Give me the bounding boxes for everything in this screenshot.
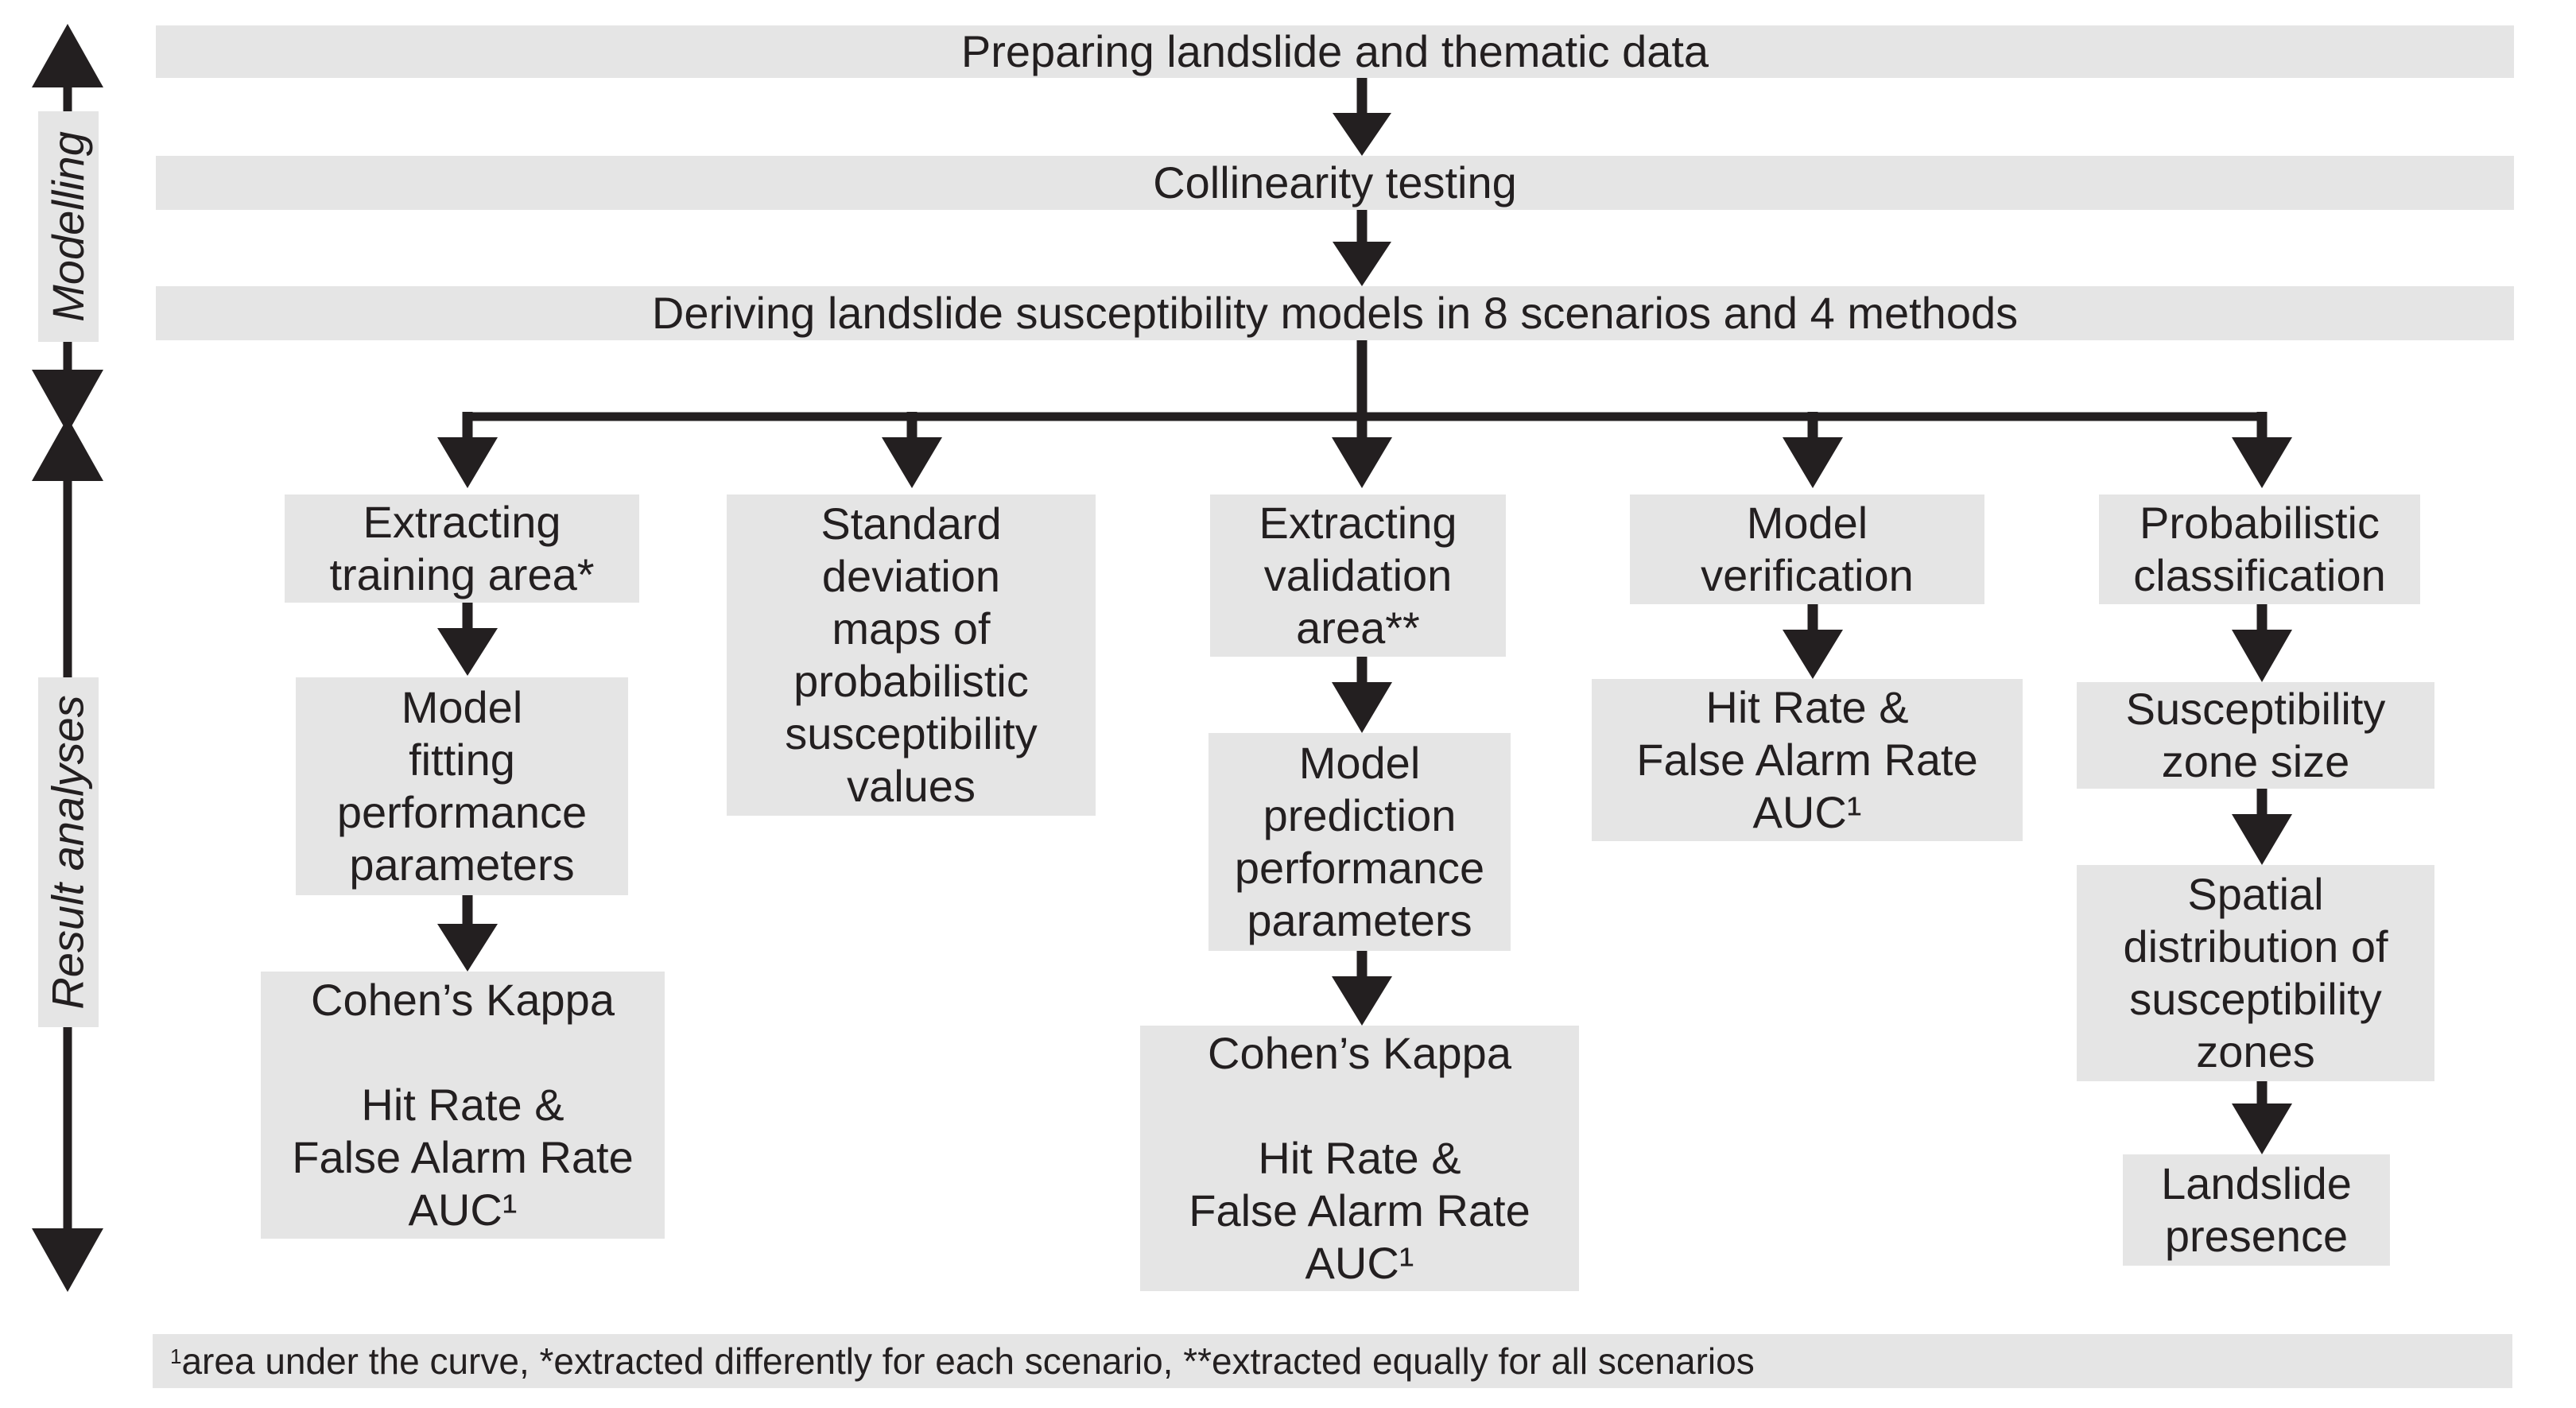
box-spatial-distribution: Spatial distribution of susceptibility z… <box>2077 865 2434 1081</box>
step-collinearity-testing: Collinearity testing <box>156 156 2514 210</box>
footnote-marker: 1 <box>170 1344 182 1368</box>
box-model-prediction-parameters: Model prediction performance parameters <box>1208 733 1511 951</box>
result-analyses-label: Result analyses <box>38 677 99 1027</box>
step-deriving-models: Deriving landslide susceptibility models… <box>156 286 2514 340</box>
branch-arrows <box>437 412 2292 488</box>
step-prepare-data: Preparing landslide and thematic data <box>156 25 2514 78</box>
box-probabilistic-classification: Probabilistic classification <box>2099 495 2420 604</box>
box-extracting-validation-area: Extracting validation area** <box>1210 495 1506 657</box>
box-model-verification: Model verification <box>1630 495 1984 604</box>
box-extracting-training-area: Extracting training area* <box>285 495 639 603</box>
box-standard-deviation-maps: Standard deviation maps of probabilistic… <box>727 495 1096 816</box>
footnote-text: area under the curve, *extracted differe… <box>181 1340 1755 1382</box>
box-model-fitting-parameters: Model fitting performance parameters <box>296 677 628 895</box>
branch-distribution-lines <box>467 340 2262 421</box>
arrow-collinearity-to-deriving <box>1333 210 1391 286</box>
box-validation-metrics: Cohen’s Kappa Hit Rate & False Alarm Rat… <box>1140 1026 1579 1291</box>
column-arrows <box>437 603 2292 1154</box>
box-verification-metrics: Hit Rate & False Alarm Rate AUC¹ <box>1592 679 2023 841</box>
box-landslide-presence: Landslide presence <box>2123 1154 2390 1266</box>
arrow-prepare-to-collinearity <box>1333 78 1391 156</box>
modelling-label: Modelling <box>38 111 99 342</box>
box-susceptibility-zone-size: Susceptibility zone size <box>2077 682 2434 789</box>
box-training-metrics: Cohen’s Kappa Hit Rate & False Alarm Rat… <box>261 972 665 1239</box>
